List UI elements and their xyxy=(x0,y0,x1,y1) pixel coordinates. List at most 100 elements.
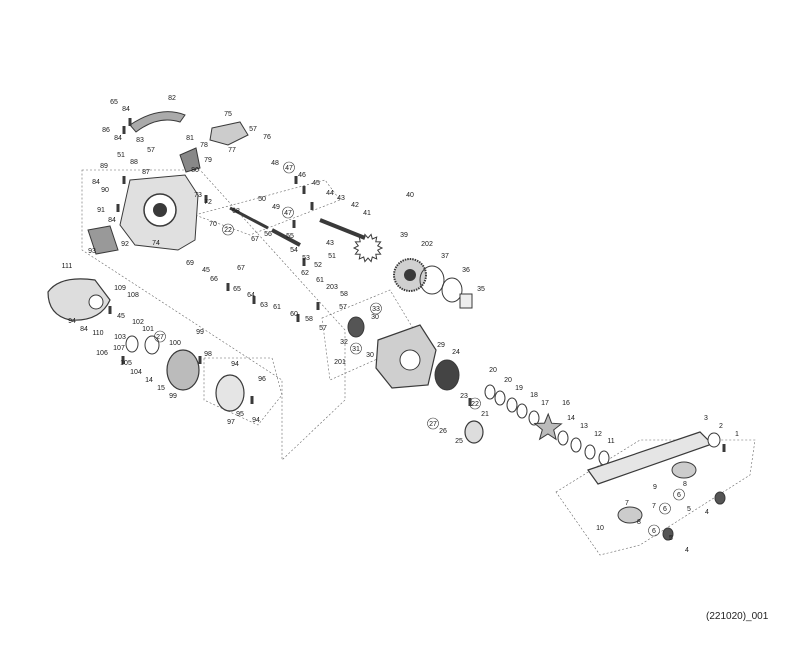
part-label: 92 xyxy=(121,241,129,248)
part-label: 52 xyxy=(314,262,322,269)
part-label: 4 xyxy=(685,547,689,554)
part-label: 83 xyxy=(136,137,144,144)
part-label: 72 xyxy=(204,199,212,206)
part-label: 1 xyxy=(735,431,739,438)
part-label: 57 xyxy=(339,304,347,311)
group-frame-left xyxy=(81,169,346,461)
washer-part xyxy=(494,390,506,406)
part-label: 201 xyxy=(334,359,346,366)
screw-part xyxy=(204,195,208,203)
part-label: 58 xyxy=(305,316,313,323)
side-cover-part xyxy=(47,278,111,321)
part-label: 16 xyxy=(562,400,570,407)
part-label: 14 xyxy=(567,415,575,422)
part-label: 30 xyxy=(371,314,379,321)
part-label: 29 xyxy=(437,342,445,349)
screw-part xyxy=(198,356,202,364)
body-bore xyxy=(399,349,421,371)
part-label: 65 xyxy=(110,99,118,106)
part-label: 107 xyxy=(113,345,125,352)
pinion-gear-part xyxy=(352,233,384,263)
part-label: 40 xyxy=(406,192,414,199)
part-label: 48 xyxy=(271,160,279,167)
part-label: 64 xyxy=(247,292,255,299)
washer-part xyxy=(570,437,582,453)
part-label: 8 xyxy=(683,481,687,488)
part-label: 12 xyxy=(594,431,602,438)
washer-part xyxy=(584,444,596,460)
part-label: 45 xyxy=(117,313,125,320)
part-label: 20 xyxy=(504,377,512,384)
part-label: 102 xyxy=(132,319,144,326)
washer-part xyxy=(506,397,518,413)
spool-part xyxy=(215,374,245,412)
part-label: 108 xyxy=(127,292,139,299)
part-label: 94 xyxy=(68,318,76,325)
handle-knob-lower xyxy=(617,506,643,524)
part-label: 23 xyxy=(460,393,468,400)
part-label: 49 xyxy=(272,204,280,211)
drag-housing-part xyxy=(434,359,460,391)
diagram-code: (221020)_001 xyxy=(706,611,769,622)
part-label: 30 xyxy=(366,352,374,359)
part-label: 105 xyxy=(120,360,132,367)
part-label: 46 xyxy=(298,172,306,179)
part-label: 20 xyxy=(489,367,497,374)
group-frame-10 xyxy=(555,439,756,556)
screw-part xyxy=(226,283,230,291)
part-label: 94 xyxy=(231,361,239,368)
part-label: 14 xyxy=(145,377,153,384)
washer-part xyxy=(528,410,540,426)
part-label: 51 xyxy=(117,152,125,159)
screw-part xyxy=(294,176,298,184)
part-label: 5 xyxy=(669,535,673,542)
part-label: 78 xyxy=(200,142,208,149)
group-frame-97 xyxy=(203,357,283,426)
part-label: 13 xyxy=(580,423,588,430)
part-label: 65 xyxy=(233,286,241,293)
part-label: 106 xyxy=(96,350,108,357)
label-circle xyxy=(350,342,362,355)
part-label: 41 xyxy=(363,210,371,217)
part-label: 3 xyxy=(704,415,708,422)
part-label: 19 xyxy=(515,385,523,392)
screw-part xyxy=(108,306,112,314)
part-label: 202 xyxy=(421,241,433,248)
part-label: 7 xyxy=(625,500,629,507)
parts-layer xyxy=(47,111,726,541)
label-circle xyxy=(222,223,234,236)
part-label: 76 xyxy=(263,134,271,141)
screw-part xyxy=(316,302,320,310)
part-label: 74 xyxy=(152,240,160,247)
bearing-25 xyxy=(464,420,484,444)
part-label: 98 xyxy=(204,351,212,358)
part-label: 84 xyxy=(122,106,130,113)
part-label: 18 xyxy=(530,392,538,399)
part-label: 35 xyxy=(477,286,485,293)
part-label: 68 xyxy=(232,208,240,215)
part-label: 15 xyxy=(157,385,165,392)
part-label: 31 xyxy=(352,346,360,353)
label-circle xyxy=(648,524,660,537)
part-label: 79 xyxy=(204,157,212,164)
part-label: 81 xyxy=(186,135,194,142)
main-shaft-41 xyxy=(319,218,366,240)
part-label: 84 xyxy=(80,326,88,333)
part-label: 80 xyxy=(191,167,199,174)
frame-hub xyxy=(153,203,167,217)
screw-part xyxy=(122,176,126,184)
part-label: 24 xyxy=(452,349,460,356)
part-label: 11 xyxy=(607,438,614,445)
screw-part xyxy=(128,118,132,126)
part-label: 42 xyxy=(351,202,359,209)
part-label: 43 xyxy=(337,195,345,202)
washer-part xyxy=(516,403,528,419)
part-label: 67 xyxy=(251,236,259,243)
knob-cap-lower xyxy=(662,527,674,541)
part-label: 73 xyxy=(194,192,202,199)
part-label: 58 xyxy=(340,291,348,298)
screw-part xyxy=(302,258,306,266)
part-label: 51 xyxy=(328,253,336,260)
drive-gear-hub xyxy=(404,269,416,281)
